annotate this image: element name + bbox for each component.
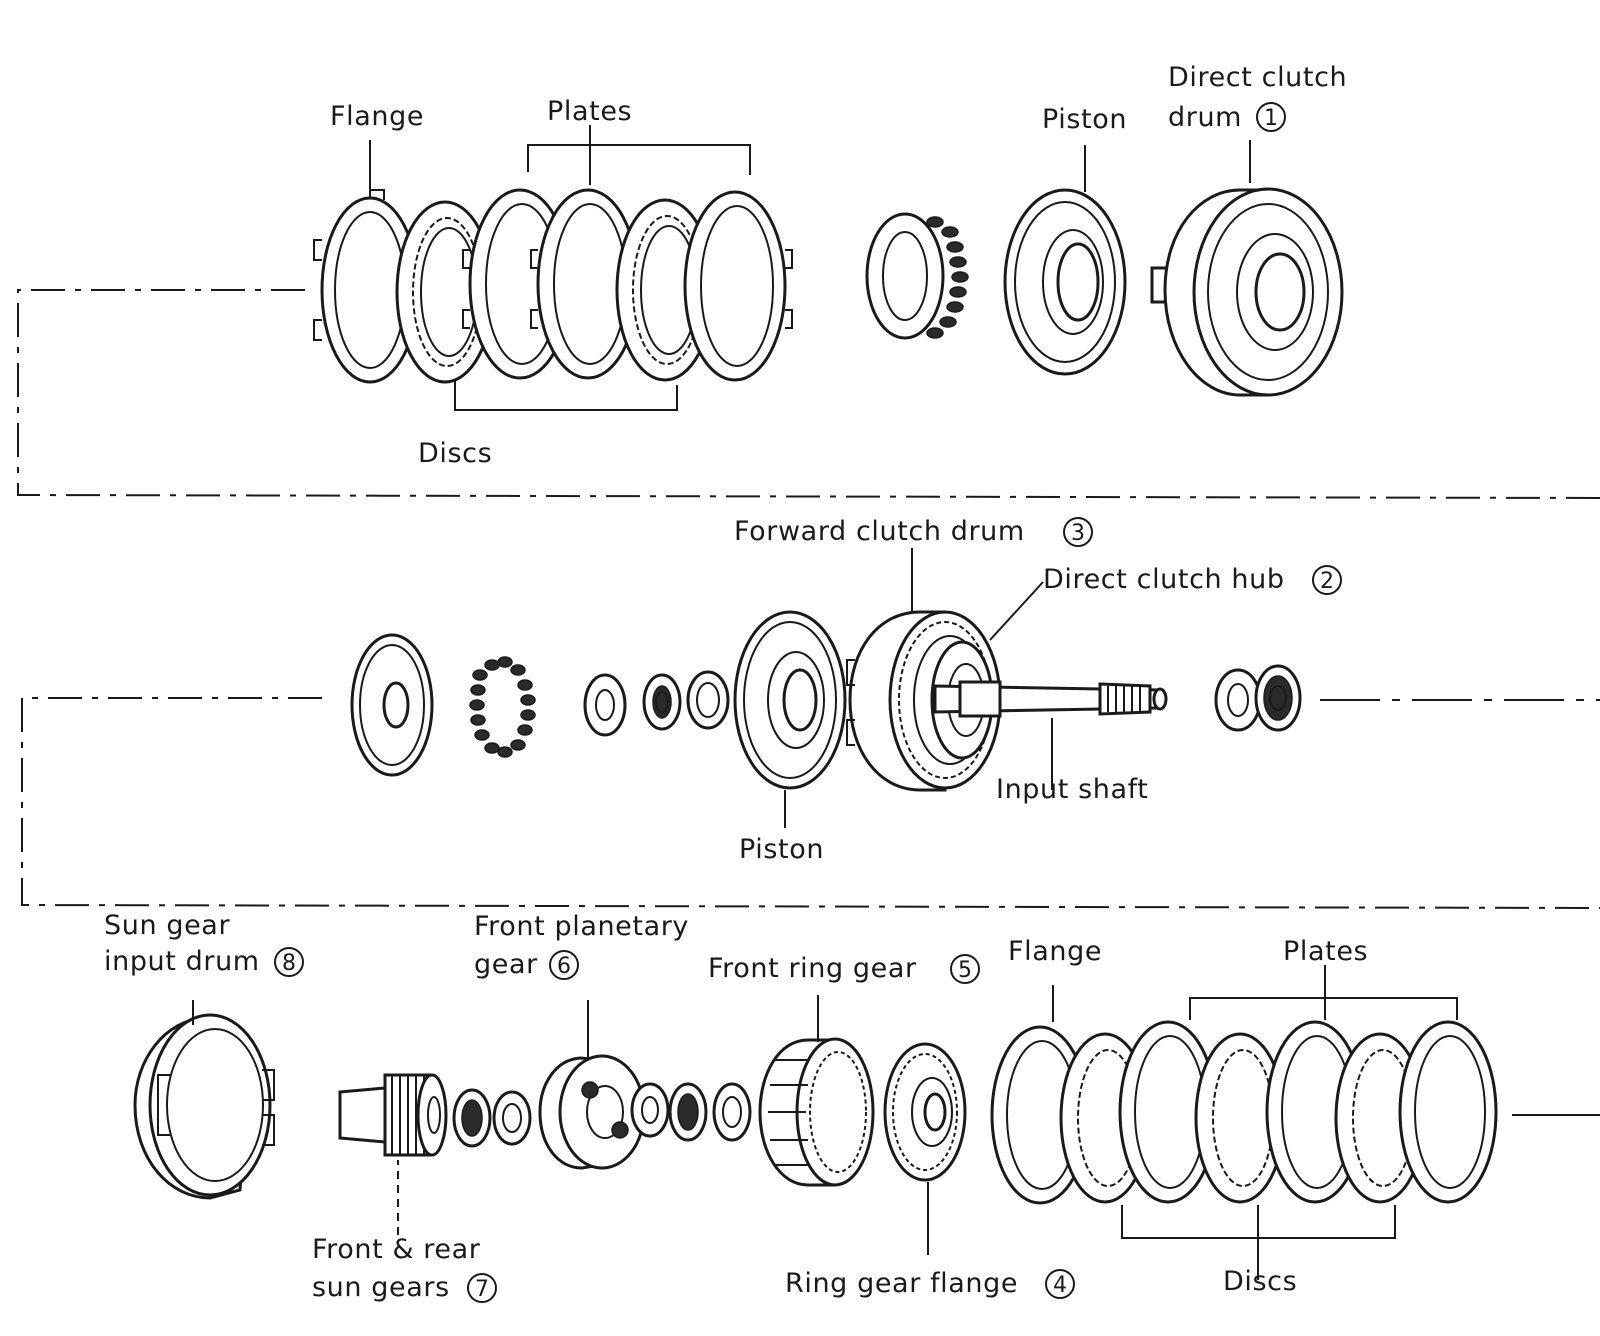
label-input-shaft: Input shaft <box>996 774 1148 805</box>
label-front-rear-sun-gears-line2: sun gears <box>312 1272 450 1303</box>
svg-text:3: 3 <box>1071 521 1085 546</box>
mid-piston <box>733 610 847 790</box>
callout-5: 5 <box>950 954 980 984</box>
label-direct-clutch-hub: Direct clutch hub <box>1043 564 1285 595</box>
ring-gear-flange <box>883 1042 967 1182</box>
callout-8: 8 <box>274 947 304 977</box>
bottom-washers-right <box>630 1082 752 1142</box>
mid-spring-plate <box>350 633 434 777</box>
label-forward-clutch-drum: Forward clutch drum <box>734 516 1025 547</box>
label-front-planetary-gear-line2: gear <box>474 949 538 980</box>
label-direct-clutch-drum-line1: Direct clutch <box>1168 62 1347 93</box>
callout-6: 6 <box>549 950 579 980</box>
mid-bearing-race <box>1214 664 1302 732</box>
label-piston-mid: Piston <box>739 834 824 865</box>
label-sun-gear-input-drum-line2: input drum <box>104 946 260 977</box>
label-front-ring-gear: Front ring gear <box>708 953 917 984</box>
callout-7: 7 <box>467 1273 497 1303</box>
connector-lines <box>17 289 1600 1116</box>
bottom-washers-left <box>452 1088 532 1148</box>
front-planetary-gear <box>538 1054 646 1170</box>
label-front-planetary-gear-line1: Front planetary <box>474 911 689 942</box>
mid-thrust-washers <box>583 670 730 737</box>
bottom-clutch-pack <box>990 1020 1498 1205</box>
top-leaders <box>369 125 1251 411</box>
front-rear-sun-gears <box>338 1073 448 1157</box>
label-ring-gear-flange: Ring gear flange <box>785 1268 1018 1299</box>
top-spring-retainer <box>865 212 969 340</box>
sun-gear-input-drum <box>133 1013 275 1200</box>
front-ring-gear <box>758 1037 875 1187</box>
callout-3: 3 <box>1063 517 1093 547</box>
mid-return-springs <box>469 656 536 758</box>
callout-4: 4 <box>1045 1269 1075 1299</box>
callout-2: 2 <box>1312 565 1342 595</box>
svg-text:1: 1 <box>1264 106 1278 131</box>
svg-text:6: 6 <box>557 954 571 979</box>
input-shaft <box>933 680 1168 718</box>
callout-1: 1 <box>1256 102 1286 132</box>
label-front-rear-sun-gears-line1: Front & rear <box>312 1234 481 1265</box>
label-discs-bottom: Discs <box>1223 1266 1297 1297</box>
svg-text:5: 5 <box>958 958 972 983</box>
top-piston <box>1003 188 1127 376</box>
label-plates-bottom: Plates <box>1283 936 1368 967</box>
label-sun-gear-input-drum-line1: Sun gear <box>104 910 230 941</box>
top-plate-3 <box>683 190 793 382</box>
label-flange-bottom: Flange <box>1008 936 1102 967</box>
label-discs-top: Discs <box>418 438 492 469</box>
direct-clutch-drum <box>1150 187 1344 397</box>
svg-text:4: 4 <box>1053 1273 1067 1298</box>
labels: Flange Plates Discs Piston Direct clutch… <box>104 62 1368 1303</box>
bottom-leaders <box>192 965 1458 1280</box>
label-plates-top: Plates <box>547 96 632 127</box>
mid-leaders <box>784 548 1053 828</box>
svg-text:8: 8 <box>282 951 296 976</box>
label-flange-top: Flange <box>330 101 424 132</box>
label-direct-clutch-drum-line2: drum <box>1168 102 1242 133</box>
svg-text:7: 7 <box>475 1277 489 1302</box>
top-clutch-pack <box>313 188 793 384</box>
svg-text:2: 2 <box>1320 569 1334 594</box>
label-piston-top: Piston <box>1042 104 1127 135</box>
